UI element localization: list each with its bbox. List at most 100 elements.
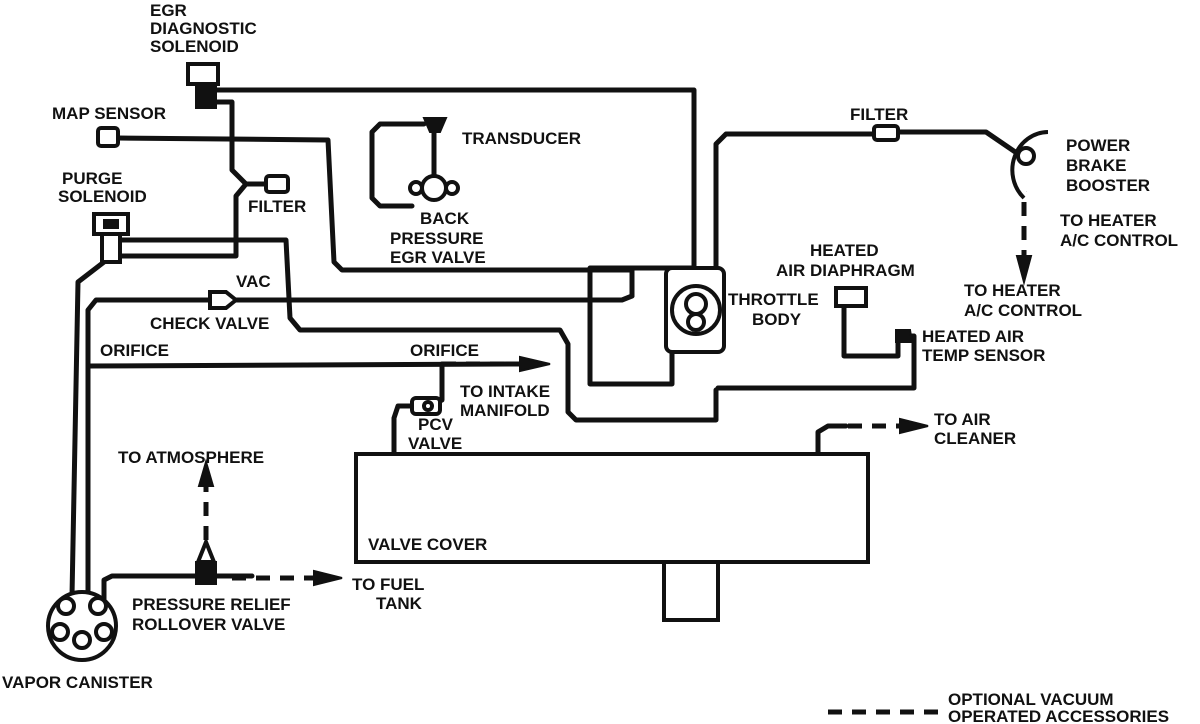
arrow-to-heater xyxy=(1015,255,1033,286)
valve-cover-neck xyxy=(662,560,720,622)
label-egr-diag-2: DIAGNOSTIC xyxy=(150,19,257,38)
label-heated-air-temp-1: HEATED AIR xyxy=(922,327,1024,346)
valve-cover-body xyxy=(354,452,870,564)
label-pcv-2: VALVE xyxy=(408,434,462,453)
filter-left[interactable] xyxy=(264,174,290,194)
hose-power-brake-right xyxy=(897,129,1027,161)
label-to-fuel-tank-2: TANK xyxy=(376,594,423,613)
check-valve[interactable] xyxy=(208,290,240,310)
label-to-atmosphere: TO ATMOSPHERE xyxy=(118,448,264,467)
pcv-valve[interactable] xyxy=(410,396,442,416)
label-legend-2: OPERATED ACCESSORIES xyxy=(948,707,1169,724)
hose-air-cleaner xyxy=(815,423,849,457)
vacuum-hoses xyxy=(69,87,1027,603)
filter-top[interactable] xyxy=(872,124,900,142)
egr-solenoid-body xyxy=(186,62,220,86)
purge-solenoid-base xyxy=(100,232,122,264)
heated-air-diaphragm[interactable] xyxy=(834,286,868,308)
label-vac: VAC xyxy=(236,272,271,291)
canister-port-3 xyxy=(50,622,70,642)
hose-temp-sensor xyxy=(715,333,917,391)
hose-egr-down xyxy=(211,99,273,187)
labels: EGR DIAGNOSTIC SOLENOID MAP SENSOR PURGE… xyxy=(2,1,1178,724)
label-map-sensor: MAP SENSOR xyxy=(52,104,166,123)
label-back-pressure-3: EGR VALVE xyxy=(390,248,486,267)
hose-purge-to-throttle xyxy=(117,237,719,423)
arrowheads xyxy=(197,255,1033,587)
label-pressure-relief-2: ROLLOVER VALVE xyxy=(132,615,285,634)
canister-port-2 xyxy=(88,596,108,616)
canister-port-5 xyxy=(72,630,92,650)
hose-filter-to-purge xyxy=(117,181,249,259)
hose-power-brake xyxy=(713,131,879,271)
label-to-intake-2: MANIFOLD xyxy=(460,401,550,420)
transducer[interactable] xyxy=(422,117,448,133)
label-filter-top: FILTER xyxy=(850,105,908,124)
canister-port-1 xyxy=(56,596,76,616)
hose-egr-to-throttle xyxy=(211,87,697,271)
label-orifice-left: ORIFICE xyxy=(100,341,169,360)
label-egr-diag-3: SOLENOID xyxy=(150,37,239,56)
hose-transducer xyxy=(369,121,427,209)
hose-heated-air xyxy=(841,297,901,359)
label-to-air-cleaner-1: TO AIR xyxy=(934,410,991,429)
label-heated-air-temp-2: TEMP SENSOR xyxy=(922,346,1045,365)
label-heated-air-diaphragm-1: HEATED xyxy=(810,241,879,260)
label-purge-1: PURGE xyxy=(62,169,122,188)
label-transducer: TRANSDUCER xyxy=(462,129,581,148)
hose-check-valve-right xyxy=(229,293,635,303)
valve-cover[interactable] xyxy=(354,452,870,622)
label-purge-2: SOLENOID xyxy=(58,187,147,206)
arrow-to-fuel-tank xyxy=(313,569,343,587)
label-check-valve: CHECK VALVE xyxy=(150,314,269,333)
rollover-valve-body xyxy=(195,561,217,585)
label-to-intake-1: TO INTAKE xyxy=(460,382,550,401)
label-vapor-canister: VAPOR CANISTER xyxy=(2,673,153,692)
arrow-to-air-cleaner xyxy=(899,417,929,435)
throttle-body-plate-lower xyxy=(686,312,706,332)
vapor-canister[interactable] xyxy=(46,590,118,662)
label-egr-diag-1: EGR xyxy=(150,1,187,20)
label-power-brake-2: BRAKE xyxy=(1066,156,1126,175)
throttle-body-plate-upper xyxy=(684,292,708,316)
booster-port xyxy=(1016,146,1036,166)
label-power-brake-1: POWER xyxy=(1066,136,1130,155)
label-to-air-cleaner-2: CLEANER xyxy=(934,429,1016,448)
pressure-relief-rollover-valve[interactable] xyxy=(195,536,217,585)
egr-diagnostic-solenoid[interactable] xyxy=(186,62,220,109)
label-to-heater-mid-1: TO HEATER xyxy=(964,281,1061,300)
map-sensor[interactable] xyxy=(96,126,120,148)
heated-air-temp-sensor[interactable] xyxy=(895,329,914,343)
purge-solenoid-window xyxy=(103,219,119,229)
hose-map-sensor xyxy=(115,135,635,299)
back-pressure-egr-valve[interactable] xyxy=(408,174,460,202)
label-orifice-right: ORIFICE xyxy=(410,341,479,360)
label-back-pressure-2: PRESSURE xyxy=(390,229,484,248)
label-power-brake-3: BOOSTER xyxy=(1066,176,1150,195)
egr-solenoid-base xyxy=(195,83,217,109)
hose-check-valve xyxy=(85,297,213,601)
rollover-valve-cap xyxy=(195,536,217,564)
label-to-heater-right-2: A/C CONTROL xyxy=(1060,231,1178,250)
hose-pcv-down xyxy=(391,403,415,457)
label-throttle-body-1: THROTTLE xyxy=(728,290,819,309)
label-legend-1: OPTIONAL VACUUM xyxy=(948,690,1114,709)
label-valve-cover: VALVE COVER xyxy=(368,535,487,554)
optional-hoses xyxy=(203,178,1027,715)
label-pcv-1: PCV xyxy=(418,415,454,434)
label-heated-air-diaphragm-2: AIR DIAPHRAGM xyxy=(776,261,915,280)
arrow-to-intake xyxy=(519,355,551,373)
throttle-body[interactable] xyxy=(664,266,726,354)
label-to-heater-mid-2: A/C CONTROL xyxy=(964,301,1082,320)
hose-purge-to-canister xyxy=(69,259,107,599)
purge-solenoid[interactable] xyxy=(92,212,130,264)
label-filter-left: FILTER xyxy=(248,197,306,216)
label-to-heater-right-1: TO HEATER xyxy=(1060,211,1157,230)
hose-throttle-loop xyxy=(587,265,697,387)
label-back-pressure-1: BACK xyxy=(420,209,470,228)
power-brake-booster[interactable] xyxy=(1010,130,1049,200)
arrow-to-atmosphere xyxy=(197,458,215,487)
label-pressure-relief-1: PRESSURE RELIEF xyxy=(132,595,291,614)
label-to-fuel-tank-1: TO FUEL xyxy=(352,575,424,594)
